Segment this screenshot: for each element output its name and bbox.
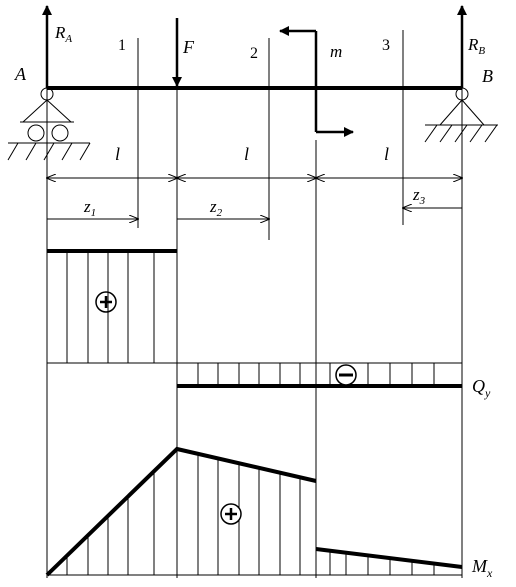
shear-hatching-positive xyxy=(66,251,155,363)
plus-sign-icon xyxy=(95,291,117,313)
shear-label: Qy xyxy=(472,376,491,400)
reaction-b-label: RB xyxy=(467,35,485,57)
moment-label: m xyxy=(330,42,342,61)
shear-hatching-negative xyxy=(197,363,435,386)
span-2-label: l xyxy=(244,144,249,164)
shear-diagram xyxy=(47,249,462,388)
force-label: F xyxy=(182,37,195,57)
support-a-label: A xyxy=(14,64,27,84)
z2-label: z2 xyxy=(209,197,223,219)
moment-hatching xyxy=(66,454,435,575)
moment-curve-1 xyxy=(45,446,317,577)
section-3-label: 3 xyxy=(382,37,390,54)
span-1-label: l xyxy=(115,144,120,164)
section-1-label: 1 xyxy=(118,37,126,54)
span-3-label: l xyxy=(384,144,389,164)
moment-diagram xyxy=(45,446,463,577)
z1-label: z1 xyxy=(83,197,96,219)
moment-diagram-label: Mx xyxy=(471,556,493,580)
z3-label: z3 xyxy=(412,185,426,207)
reaction-a-label: RA xyxy=(54,23,72,45)
moment-curve-2 xyxy=(315,547,463,569)
plus-sign-icon xyxy=(220,503,242,525)
section-2-label: 2 xyxy=(250,45,258,62)
support-b-label: B xyxy=(482,66,493,86)
support-b xyxy=(424,87,498,143)
support-a xyxy=(7,87,91,161)
minus-sign-icon xyxy=(335,364,357,386)
